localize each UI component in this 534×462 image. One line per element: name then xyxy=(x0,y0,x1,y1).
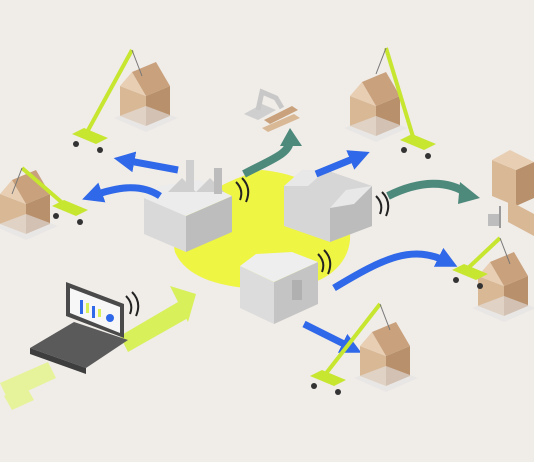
crane-wheel xyxy=(53,213,59,219)
timber-unit-with-forklift-icon xyxy=(488,150,534,236)
factory-b-gable xyxy=(284,170,326,186)
crane-building-site-bottom xyxy=(310,302,418,395)
crane-cable xyxy=(499,237,511,265)
crane-wheel xyxy=(77,219,83,225)
laptop-icon xyxy=(30,282,140,374)
crane-boom xyxy=(384,47,416,141)
crane-cable xyxy=(375,47,387,75)
chimney xyxy=(186,160,194,190)
data-arrow-body xyxy=(120,302,188,352)
dashboard-bar xyxy=(98,309,101,317)
unit-front xyxy=(492,160,516,206)
crane-wheel xyxy=(73,141,79,147)
crane-wheel xyxy=(425,153,431,159)
crane-body xyxy=(400,134,436,150)
factory-b-gable-2 xyxy=(330,186,372,208)
house-foundation xyxy=(472,296,534,322)
house-roof xyxy=(362,72,400,106)
crane-cable xyxy=(379,303,391,331)
crane-body xyxy=(452,264,488,280)
arrow-head xyxy=(280,128,302,146)
dashboard-bar xyxy=(80,300,83,314)
house-foundation xyxy=(344,116,408,142)
factory-c-front xyxy=(240,266,274,324)
crane-boom xyxy=(84,49,134,135)
crane-body xyxy=(72,128,108,144)
crane-building-site-top-left xyxy=(72,49,178,153)
factory-a-side xyxy=(186,196,232,252)
crane-boom xyxy=(464,236,502,272)
crane-cable xyxy=(131,49,143,77)
house-gable xyxy=(478,262,504,286)
laptop-base-edge xyxy=(30,348,86,374)
crane-body xyxy=(310,370,346,386)
house-roof xyxy=(372,322,410,356)
dashboard-chart xyxy=(106,314,114,322)
dashed-data-tail xyxy=(0,362,56,400)
crane-boom xyxy=(20,166,68,208)
dashed-data-tail xyxy=(4,386,34,410)
house-foundation xyxy=(114,106,178,132)
factory-c-window xyxy=(292,280,302,300)
crane-wheel xyxy=(335,389,341,395)
house-gable xyxy=(360,332,386,356)
crane-wheel xyxy=(311,383,317,389)
dashboard-bar xyxy=(92,306,95,318)
house-roof xyxy=(132,62,170,96)
house-foundation xyxy=(0,214,58,240)
laptop-base xyxy=(30,322,128,368)
unit-top xyxy=(492,150,534,170)
factory-with-chimneys-icon xyxy=(144,160,250,252)
factory-a-sawtooth xyxy=(168,178,224,192)
wifi-icon xyxy=(375,191,390,217)
house-roof xyxy=(12,170,50,204)
arrow-to-site-top-left xyxy=(113,151,179,174)
forklift xyxy=(488,214,500,226)
crane-building-site-right xyxy=(452,236,534,322)
arrow-to-site-top-right xyxy=(314,150,370,178)
factory-b-side xyxy=(330,186,372,242)
house-gable xyxy=(120,72,146,96)
crane-building-site-left xyxy=(0,166,88,240)
delivery-arrows xyxy=(82,150,458,353)
arrow-to-site-left xyxy=(82,182,162,203)
wifi-icon xyxy=(317,249,332,275)
factory-block-icon xyxy=(240,249,332,324)
arrow-to-site-right xyxy=(332,247,458,292)
timber-beam xyxy=(264,106,298,124)
wifi-icon xyxy=(235,177,250,203)
crane-cable xyxy=(11,167,23,195)
house-gable xyxy=(350,82,376,106)
crane-wheel xyxy=(97,147,103,153)
data-stream-arrow xyxy=(0,286,196,410)
chimney xyxy=(214,168,222,194)
timber-beam xyxy=(262,114,300,132)
factory-c-roof xyxy=(240,252,318,282)
unit-side xyxy=(516,162,534,206)
arrow-to-site-bottom xyxy=(302,320,362,353)
crane-wheel xyxy=(453,277,459,283)
dashboard-bar xyxy=(86,303,89,313)
factory-gabled-icon xyxy=(284,170,390,242)
supply-arrows xyxy=(242,128,480,204)
crane-boom xyxy=(322,302,382,378)
arrow-head xyxy=(458,182,480,204)
wifi-icon xyxy=(125,291,140,317)
data-arrow-head xyxy=(170,286,196,322)
house-foundation xyxy=(354,366,418,392)
robot-arm xyxy=(255,88,285,111)
panel-stack xyxy=(508,200,534,236)
crane-wheel xyxy=(401,147,407,153)
robot-arm-icon xyxy=(244,88,300,132)
robot-base xyxy=(244,104,276,120)
crane-wheel xyxy=(477,283,483,289)
crane-building-site-top-right xyxy=(344,47,436,159)
house-roof xyxy=(490,252,528,286)
